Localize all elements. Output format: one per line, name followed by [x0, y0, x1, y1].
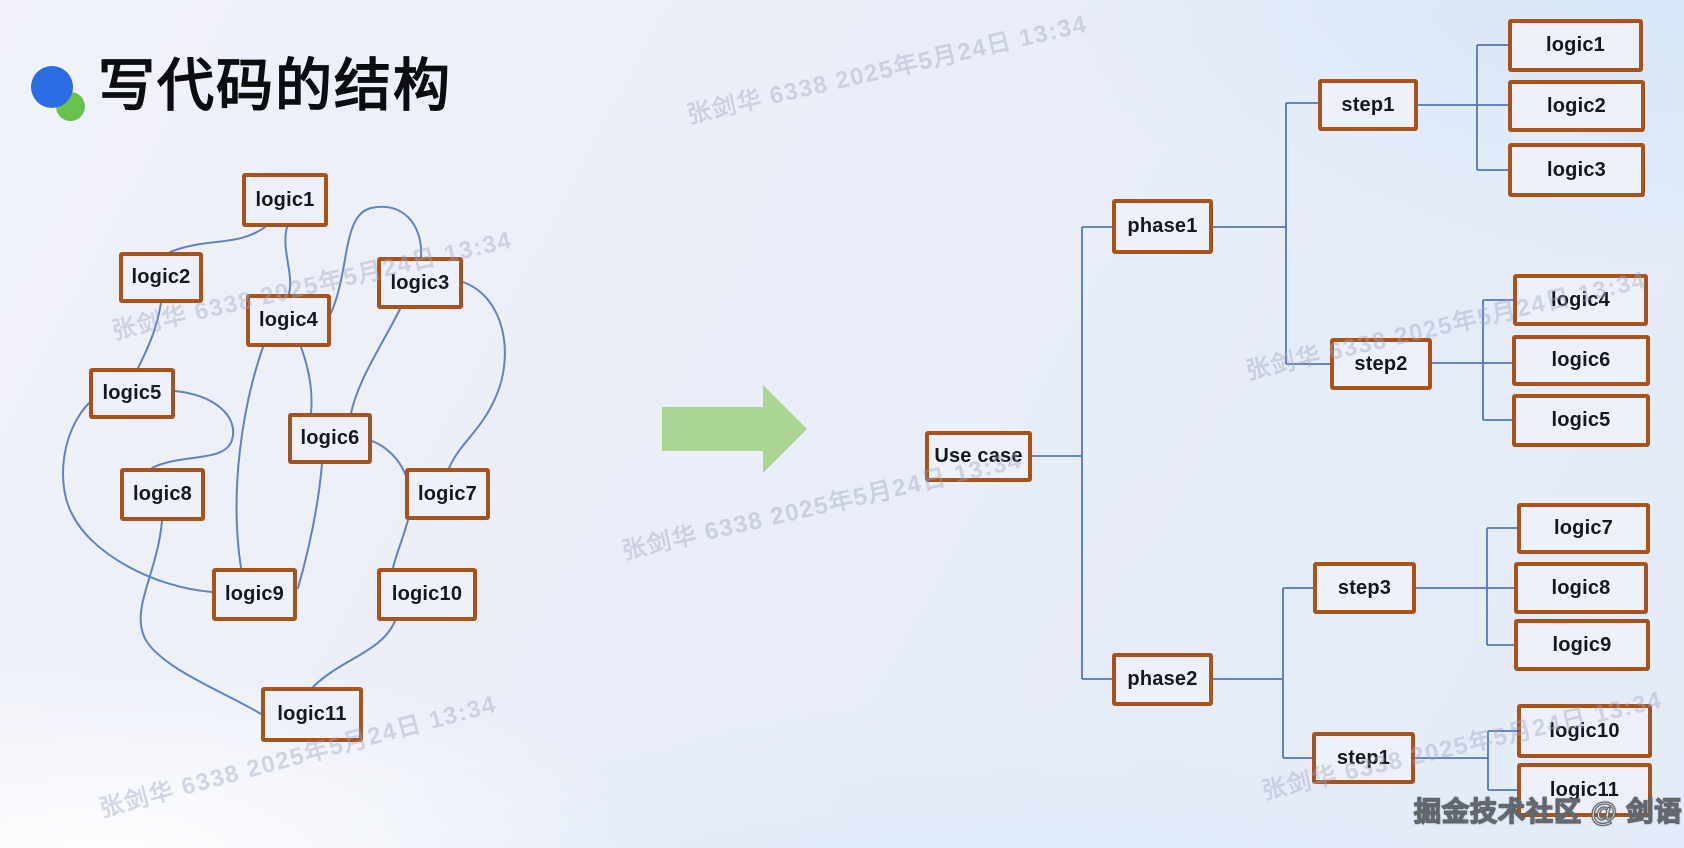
tree-node-step3: step3: [1313, 562, 1416, 614]
transform-arrow-icon: [662, 385, 807, 473]
left-node-logic11: logic11: [261, 687, 363, 742]
left-node-logic1: logic1: [242, 173, 328, 227]
tree-node-step1-a: step1: [1318, 79, 1418, 131]
tree-node-logic5: logic5: [1512, 394, 1650, 447]
left-node-logic4: logic4: [246, 294, 331, 347]
tree-node-logic2: logic2: [1508, 80, 1645, 132]
page-title: 写代码的结构: [98, 54, 452, 118]
left-node-logic6: logic6: [288, 413, 372, 464]
tree-node-logic7: logic7: [1517, 503, 1650, 554]
tree-node-logic8: logic8: [1514, 562, 1648, 614]
left-node-logic2: logic2: [119, 252, 203, 303]
logo-blue-circle-icon: [31, 66, 73, 108]
left-node-logic10: logic10: [377, 568, 477, 621]
tree-node-logic10: logic10: [1517, 704, 1652, 758]
tree-node-logic1: logic1: [1508, 19, 1643, 72]
tree-node-logic4: logic4: [1513, 274, 1648, 326]
tree-node-logic3: logic3: [1508, 143, 1645, 197]
left-node-logic3: logic3: [377, 257, 463, 309]
community-credit: 掘金技术社区 @ 剑语: [1413, 796, 1683, 827]
left-node-logic8: logic8: [120, 468, 205, 521]
tree-node-logic11: logic11: [1517, 763, 1652, 817]
tree-node-step1-b: step1: [1312, 732, 1415, 784]
left-node-logic5: logic5: [89, 368, 175, 419]
left-node-logic7: logic7: [405, 468, 490, 520]
tangled-edges: [62, 205, 506, 715]
tree-node-use-case: Use case: [925, 431, 1032, 482]
tree-node-logic6: logic6: [1512, 335, 1650, 386]
tree-connectors: [1032, 44, 1517, 791]
tree-node-logic9: logic9: [1514, 619, 1650, 671]
tree-node-phase1: phase1: [1112, 199, 1213, 254]
tree-node-phase2: phase2: [1112, 653, 1213, 706]
left-node-logic9: logic9: [212, 568, 297, 621]
tree-node-step2: step2: [1330, 338, 1432, 390]
